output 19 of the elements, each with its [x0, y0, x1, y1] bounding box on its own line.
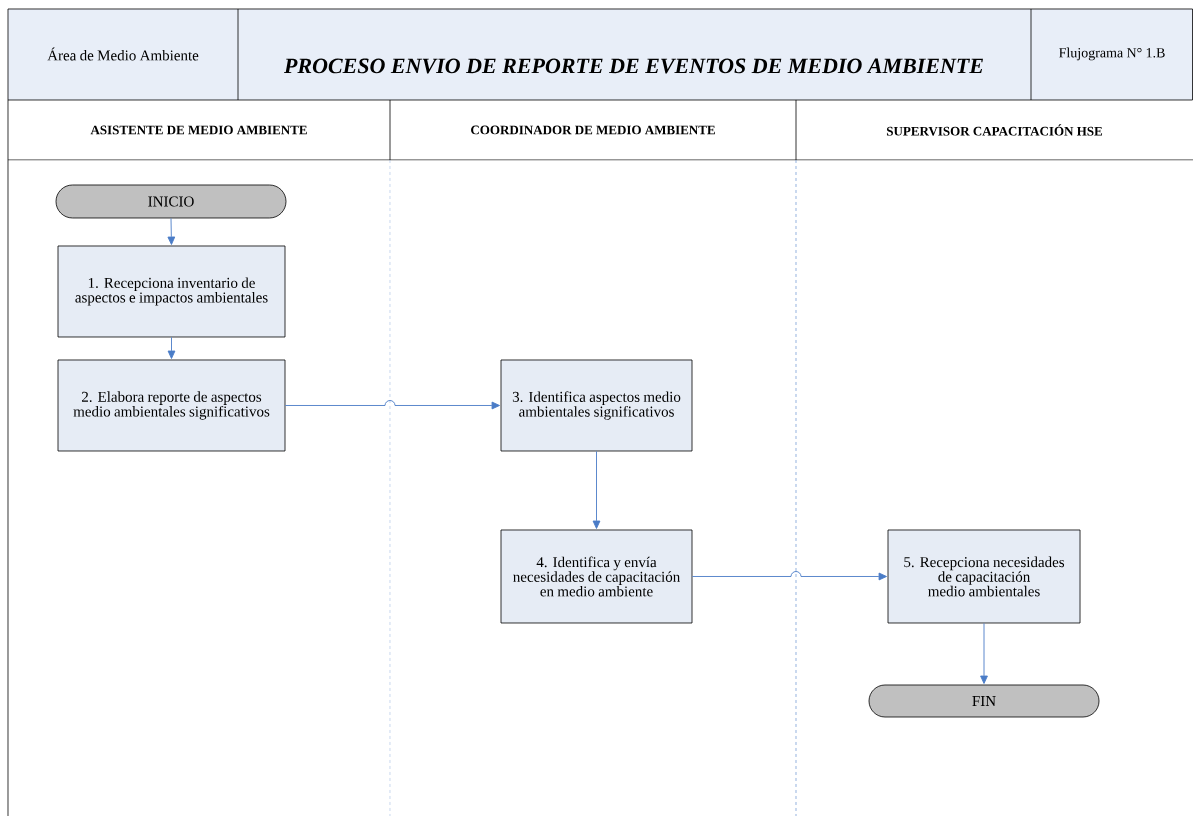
arrow — [284, 400, 500, 410]
lane-heading: SUPERVISOR CAPACITACIÓN HSE — [886, 124, 1103, 136]
process-box: 5. Recepciona necesidades de capacitación medio ambientales — [887, 529, 1081, 624]
terminator: INICIO — [55, 184, 287, 219]
process-box: 1. Recepciona inventario de aspectos e impactos ambientales — [57, 245, 286, 338]
lane-heading: ASISTENTE DE MEDIO AMBIENTE — [90, 125, 307, 135]
arrow — [980, 622, 988, 684]
process-box: 4. Identifica y envía necesidades de capacitación en medio ambiente — [500, 529, 693, 624]
arrow — [167, 217, 176, 245]
arrow — [592, 450, 601, 529]
arrow — [167, 336, 176, 359]
terminator: FIN — [868, 684, 1100, 718]
arrow — [691, 571, 887, 581]
lane-heading: COORDINADOR DE MEDIO AMBIENTE — [471, 125, 715, 135]
process-box: 3. Identifica aspectos medio ambientales significativos — [500, 359, 693, 452]
process-box: 2. Elabora reporte de aspectos medio ambientales significativos — [57, 359, 286, 452]
area-label: Área de Medio Ambiente — [47, 47, 199, 61]
document-number: Flujograma N° 1.B — [1059, 47, 1165, 61]
title: PROCESO ENVIO DE REPORTE DE EVENTOS DE MEDIO AMBIENTE — [283, 58, 983, 74]
